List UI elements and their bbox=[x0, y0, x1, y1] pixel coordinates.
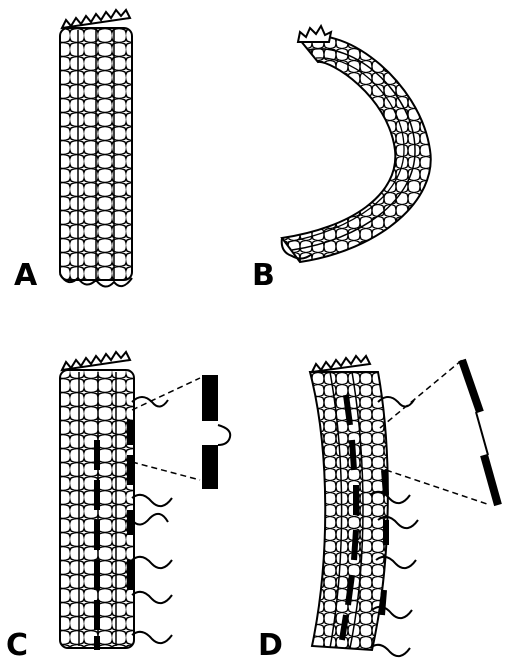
panel-c-diagram bbox=[60, 352, 230, 650]
panel-d-diagram bbox=[310, 356, 498, 656]
panel-label-a: A bbox=[14, 258, 38, 293]
tube-crown-d bbox=[312, 356, 370, 372]
panel-label-b: B bbox=[252, 258, 275, 293]
linker-tails-c bbox=[132, 397, 172, 643]
tube-crown-b bbox=[298, 26, 331, 42]
zoom-inset-c bbox=[132, 375, 230, 489]
panel-label-d: D bbox=[258, 628, 283, 663]
panel-label-c: C bbox=[6, 628, 28, 663]
panel-b-diagram bbox=[282, 26, 431, 262]
panel-a-diagram bbox=[60, 10, 132, 287]
tube-crown-c bbox=[62, 352, 130, 370]
tube-crown-a bbox=[62, 10, 130, 28]
zoom-inset-d bbox=[380, 360, 498, 505]
